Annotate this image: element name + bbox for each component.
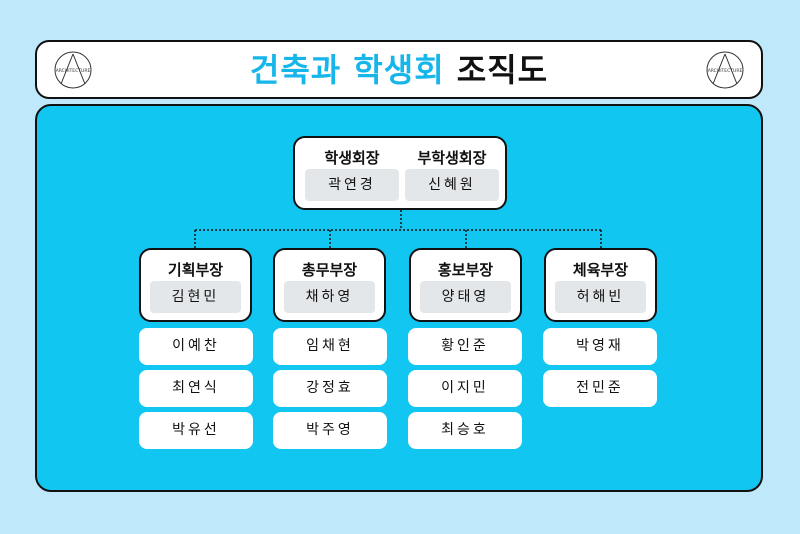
member-item: 강정효 <box>273 370 387 407</box>
member-item: 박유선 <box>139 412 253 449</box>
svg-text:ARCHITECTURE: ARCHITECTURE <box>56 68 91 74</box>
department-head-name: 김현민 <box>150 281 241 313</box>
department-head-name: 양태영 <box>420 281 511 313</box>
svg-text:ARCHITECTURE: ARCHITECTURE <box>708 68 743 74</box>
role-title: 부학생회장 <box>417 149 487 167</box>
department-title: 홍보부장 <box>437 261 494 279</box>
architecture-logo-icon: ARCHITECTURE <box>706 51 744 89</box>
name-box: 곽연경 <box>305 169 399 201</box>
name-box: 신혜원 <box>405 169 499 201</box>
department-card: 기획부장 김현민 <box>139 248 252 322</box>
department-title: 총무부장 <box>301 261 358 279</box>
title-banner: ARCHITECTURE 건축과 학생회 조직도 ARCHITECTURE <box>35 40 763 99</box>
architecture-logo-icon: ARCHITECTURE <box>54 51 92 89</box>
president-card: 학생회장 부학생회장 곽연경 신혜원 <box>293 136 507 210</box>
department-card: 홍보부장 양태영 <box>409 248 522 322</box>
department-title: 체육부장 <box>572 261 629 279</box>
title-part-council: 건축과 학생회 <box>249 51 445 89</box>
member-item: 이지민 <box>408 370 522 407</box>
member-item: 이예찬 <box>139 328 253 365</box>
department-head-name: 허해빈 <box>555 281 646 313</box>
department-title: 기획부장 <box>167 261 224 279</box>
department-card: 체육부장 허해빈 <box>544 248 657 322</box>
member-item: 임채현 <box>273 328 387 365</box>
role-title: 학생회장 <box>324 149 380 167</box>
member-item: 박영재 <box>543 328 657 365</box>
department-card: 총무부장 채하영 <box>273 248 386 322</box>
member-item: 전민준 <box>543 370 657 407</box>
member-item: 황인준 <box>408 328 522 365</box>
department-head-name: 채하영 <box>284 281 375 313</box>
page-title: 건축과 학생회 조직도 <box>37 50 761 90</box>
member-item: 최연식 <box>139 370 253 407</box>
member-item: 최승호 <box>408 412 522 449</box>
member-item: 박주영 <box>273 412 387 449</box>
title-part-chart: 조직도 <box>456 51 549 89</box>
